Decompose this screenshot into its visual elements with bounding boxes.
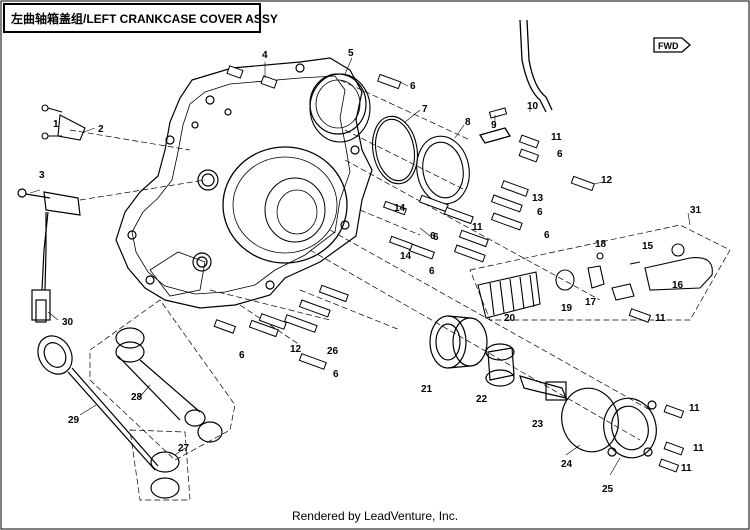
callout-label: 18 xyxy=(595,239,607,250)
callout-label: 8 xyxy=(465,117,471,128)
callout-label: 28 xyxy=(131,392,143,403)
callout-label: 6 xyxy=(429,266,435,277)
title-box: 左曲轴箱盖组/LEFT CRANKCASE COVER ASSY xyxy=(3,3,278,33)
callout-leader-lines xyxy=(29,57,691,476)
footer-credit: Rendered by LeadVenture, Inc. xyxy=(291,509,459,523)
callout-label: 7 xyxy=(422,104,428,115)
callout-label: 12 xyxy=(601,175,613,186)
callout-label: 17 xyxy=(585,297,597,308)
callout-label: 6 xyxy=(433,232,439,243)
callout-label: 6 xyxy=(537,207,543,218)
callout-label: 11 xyxy=(551,132,562,143)
callout-label: 14 xyxy=(394,203,406,214)
callout-label: 6 xyxy=(410,81,416,92)
callout-label: 6 xyxy=(557,149,563,160)
fwd-arrow-icon xyxy=(653,37,691,53)
callout-label: 16 xyxy=(672,280,684,291)
callout-label: 15 xyxy=(642,241,654,252)
callout-label: 5 xyxy=(348,48,354,59)
callout-label: 11 xyxy=(693,443,704,454)
fwd-label: FWD xyxy=(658,41,679,51)
callout-label: 3 xyxy=(39,170,45,181)
callout-label: 6 xyxy=(430,231,436,242)
callout-label: 25 xyxy=(602,484,614,495)
callout-label: 12 xyxy=(290,344,302,355)
callout-labels: 1 2 3 4 5 6 7 8 9 10 11 6 12 13 6 14 11 … xyxy=(39,48,704,495)
callout-label: 6 xyxy=(239,350,245,361)
dipstick-and-filter-parts xyxy=(37,327,223,499)
callout-label: 6 xyxy=(544,230,550,241)
bearing-and-cover-parts xyxy=(429,315,657,459)
crankcase-cover-part xyxy=(115,57,373,309)
callout-label: 31 xyxy=(690,205,702,216)
callout-label: 11 xyxy=(655,313,666,324)
callout-label: 6 xyxy=(333,369,339,380)
callout-label: 11 xyxy=(689,403,700,414)
callout-label: 29 xyxy=(68,415,80,426)
callout-label: 27 xyxy=(178,443,190,454)
assembly-guide-lines xyxy=(69,79,731,501)
bracket-part xyxy=(41,104,86,141)
bolt-fasteners xyxy=(213,65,685,473)
breather-hose-assembly xyxy=(477,243,713,319)
callout-label: 10 xyxy=(527,101,539,112)
callout-label: 30 xyxy=(62,317,74,328)
page-title: 左曲轴箱盖组/LEFT CRANKCASE COVER ASSY xyxy=(11,12,278,26)
fwd-direction-badge: FWD xyxy=(652,34,692,56)
callout-label: 24 xyxy=(561,459,573,470)
callout-label: 2 xyxy=(98,124,104,135)
callout-label: 19 xyxy=(561,303,573,314)
callout-label: 11 xyxy=(681,463,692,474)
sensor-and-cable-part xyxy=(17,188,81,323)
callout-label: 26 xyxy=(327,346,339,357)
callout-label: 20 xyxy=(504,313,516,324)
callout-label: 14 xyxy=(400,251,412,262)
callout-label: 23 xyxy=(532,419,544,430)
gasket-parts xyxy=(309,73,470,205)
callout-label: 13 xyxy=(532,193,544,204)
vent-tube-part xyxy=(478,19,553,144)
callout-label: 4 xyxy=(262,50,268,61)
callout-label: 9 xyxy=(491,120,497,131)
callout-label: 11 xyxy=(472,222,483,233)
callout-label: 1 xyxy=(53,119,59,130)
callout-label: 21 xyxy=(421,384,433,395)
callout-label: 22 xyxy=(476,394,488,405)
